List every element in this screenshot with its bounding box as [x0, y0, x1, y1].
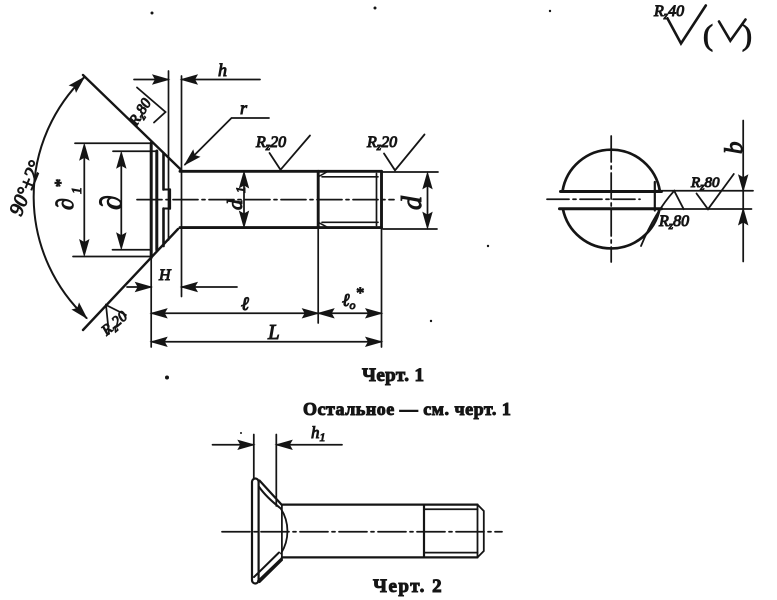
svg-text:Rz80: Rz80 — [690, 175, 720, 193]
svg-text:d: d — [397, 195, 428, 210]
svg-text:Rz20: Rz20 — [255, 134, 286, 153]
svg-text:h: h — [218, 60, 227, 80]
svg-text:Черт. 1: Черт. 1 — [362, 365, 424, 386]
svg-text:b: b — [721, 142, 748, 155]
svg-text:L: L — [267, 320, 280, 344]
svg-text:1: 1 — [70, 187, 85, 194]
svg-text:*: * — [51, 179, 70, 188]
svg-text:∂: ∂ — [53, 198, 79, 210]
svg-text:r: r — [240, 98, 248, 118]
svg-text:Rz40: Rz40 — [653, 3, 684, 22]
svg-text:H: H — [158, 267, 172, 284]
svg-text:(: ( — [703, 19, 713, 52]
svg-text:Rz20: Rz20 — [366, 134, 397, 153]
svg-text:ℓ: ℓ — [241, 294, 249, 315]
svg-text:Черт. 2: Черт. 2 — [373, 576, 443, 597]
svg-text:1: 1 — [233, 187, 248, 194]
svg-text:): ) — [742, 19, 752, 52]
svg-text:Остальное — см. черт. 1: Остальное — см. черт. 1 — [303, 399, 511, 419]
svg-text:Rz80: Rz80 — [658, 213, 689, 232]
svg-text:∂: ∂ — [95, 195, 128, 210]
svg-text:d: d — [223, 199, 247, 210]
